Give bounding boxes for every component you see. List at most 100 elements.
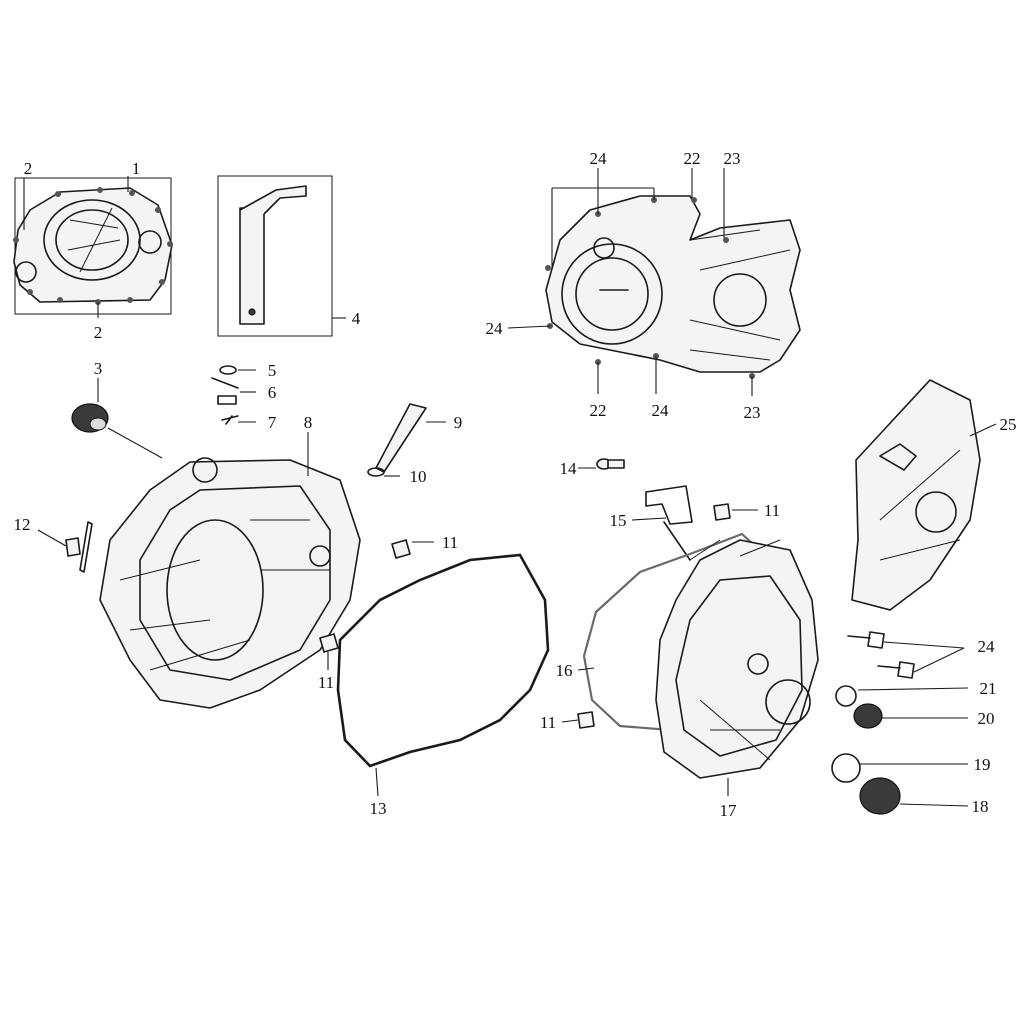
crankcase-cover-boss <box>192 457 218 483</box>
stator-cover-17-inner <box>675 575 803 757</box>
bolts-24: 24 <box>847 631 996 679</box>
leader-15 <box>631 517 667 521</box>
sprocket-cover-ribs <box>879 449 961 561</box>
clip-body <box>65 537 81 557</box>
clutch-cover-dome <box>43 199 141 281</box>
label-23b: 23 <box>744 403 761 422</box>
label-14: 14 <box>560 459 578 478</box>
stator-cover-inner <box>575 257 649 331</box>
clip-7 <box>221 415 239 425</box>
sprocket-cover-tab <box>879 443 917 471</box>
leader-3-axis <box>107 427 163 459</box>
sprocket-cover-outline <box>851 379 981 611</box>
leader-11d <box>561 719 579 723</box>
crankcase-cover-inner <box>139 485 331 681</box>
stator-cover-dome <box>561 243 663 345</box>
dowel-11d <box>577 711 595 729</box>
stator-cover-ribs <box>689 229 791 361</box>
leader-13 <box>375 767 379 797</box>
label-18: 18 <box>972 797 989 816</box>
stator-cover-17-ribs <box>689 539 781 761</box>
plug-18 <box>859 777 901 815</box>
dowel-11c <box>713 503 731 521</box>
label-23a: 23 <box>724 149 741 168</box>
stator-cover-boss <box>593 237 615 259</box>
leader-12 <box>37 529 67 547</box>
label-13: 13 <box>370 799 387 818</box>
label-11a: 11 <box>442 533 458 552</box>
label-24d: 24 <box>978 637 996 656</box>
label-20: 20 <box>978 709 995 728</box>
bolt-14: 14 <box>560 458 625 478</box>
shift-shaft-rod <box>239 207 265 325</box>
label-10: 10 <box>410 467 427 486</box>
label-21: 21 <box>980 679 997 698</box>
bolt-24b <box>877 661 915 679</box>
bearing-part: 3 <box>71 359 163 459</box>
shaft-box-frame <box>217 175 333 337</box>
plugs-and-orings: 21 20 19 18 <box>831 679 997 816</box>
washer-5 <box>219 365 237 375</box>
dowel-pins-11: 11 11 11 11 <box>318 501 780 732</box>
leader-24d-2 <box>913 647 965 673</box>
bracket-15: 15 <box>610 485 693 561</box>
label-11d: 11 <box>540 713 556 732</box>
sprocket-cover-window <box>915 491 957 533</box>
clutch-cover-oil-plug <box>15 261 37 283</box>
crankcase-cover-ribs <box>119 519 330 671</box>
label-5: 5 <box>268 361 277 380</box>
leader-18 <box>899 803 969 807</box>
o-ring-21 <box>835 685 857 707</box>
clutch-cover-inner-ring <box>55 209 129 271</box>
label-24a: 24 <box>590 149 608 168</box>
crankcase-cover-outline <box>99 459 361 709</box>
leader-24b <box>507 325 551 329</box>
stator-cover-inset: 24 22 23 24 22 24 23 <box>486 149 801 422</box>
label-3: 3 <box>94 359 103 378</box>
shift-shaft-pin <box>248 308 256 316</box>
crankcase-cover-8: 8 <box>99 413 361 709</box>
label-22a: 22 <box>684 149 701 168</box>
gasket-13: 13 <box>336 553 550 818</box>
label-25: 25 <box>1000 415 1017 434</box>
clutch-cover-boss <box>138 230 162 254</box>
label-24b: 24 <box>486 319 504 338</box>
label-6: 6 <box>268 383 277 402</box>
o-ring-10 <box>367 467 385 477</box>
dowel-11a <box>391 539 411 559</box>
stator-cover-17-boss <box>747 653 769 675</box>
crankcase-cover-cavity <box>166 519 264 661</box>
label-7: 7 <box>268 413 277 432</box>
o-ring-19 <box>831 753 861 783</box>
shift-shaft-arm <box>239 185 307 215</box>
leader-21 <box>857 687 969 691</box>
label-2a: 2 <box>24 159 33 178</box>
dipstick-9 <box>375 403 427 473</box>
dowel-11b <box>319 633 339 653</box>
crankcase-cover-port <box>309 545 331 567</box>
label-22b: 22 <box>590 401 607 420</box>
leader-16 <box>577 667 595 671</box>
label-11b: 11 <box>318 673 334 692</box>
bolt-24a <box>847 631 885 649</box>
label-1: 1 <box>132 159 141 178</box>
clutch-cover-ribs <box>67 207 121 273</box>
stator-cover-17: 17 <box>655 539 819 820</box>
stator-cover-17-port <box>765 679 811 725</box>
clip-12: 12 <box>14 515 93 573</box>
return-spring-6 <box>211 377 239 405</box>
label-9: 9 <box>454 413 463 432</box>
dipstick-parts: 9 10 <box>367 403 463 486</box>
label-16: 16 <box>556 661 573 680</box>
bolt-14-shank <box>607 459 625 469</box>
label-8: 8 <box>304 413 313 432</box>
label-4: 4 <box>352 309 361 328</box>
leader-24d-1 <box>883 641 965 649</box>
stator-cover-outline <box>545 195 801 373</box>
bracket-15-shape <box>645 485 693 561</box>
label-12: 12 <box>14 515 31 534</box>
sprocket-cover-25: 25 <box>851 379 1017 611</box>
clutch-cover-assembly: 1 2 2 <box>13 159 173 342</box>
label-24c: 24 <box>652 401 670 420</box>
spring-parts: 5 6 7 <box>211 361 277 432</box>
